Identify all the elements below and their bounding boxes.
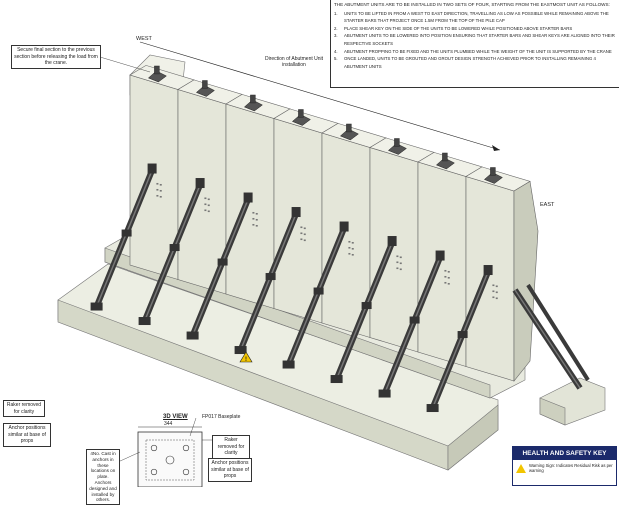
note-item: 1. UNITS TO BE LIFTED IN FROM A WEST TO E… [334,10,616,25]
east-label: EAST [540,202,555,208]
note-number: 3. [334,33,338,39]
notes-heading: THE ABUTMENT UNITS ARE TO BE INSTALLED I… [334,2,610,7]
crane-lifting-plate-icon [339,123,359,141]
raking-prop-icon [330,236,397,384]
west-label: WEST [136,36,152,42]
crane-lifting-plate-icon [291,109,311,126]
notes-list: 1. UNITS TO BE LIFTED IN FROM A WEST TO E… [334,10,616,71]
baseplate-label: FP017 Baseplate [202,414,241,420]
note-number: 5. [334,56,338,62]
note-number: 1. [334,10,338,16]
note-item: 4. ABUTMENT PROPPING TO BE FIXED AND THE … [334,48,616,56]
drawing-canvas: { "notes": { "heading": "THE ABUTMENT UN… [3,0,619,505]
direction-arrow-line [139,41,501,151]
note-text: ABUTMENT PROPPING TO BE FIXED AND THE UN… [344,48,612,54]
raker-removed-callout-right: Raker removed for clarity [212,435,250,459]
note-text: UNITS TO BE LIFTED IN FROM A WEST TO EAS… [344,10,609,24]
key-title: HEALTH AND SAFETY KEY [513,447,616,460]
warning-triangle-icon [516,463,526,473]
note-item: 2. PLACE SHEAR KEY ON THE SIDE OF THE UNI… [334,25,616,33]
warning-triangle-icon [239,351,253,363]
crane-lifting-plate-icon [387,138,407,155]
abutment-3d-view: ! [57,41,606,487]
direction-arrow-head-icon [492,145,500,151]
east-end-face [513,180,539,382]
key-warning-row: Warning Sign: Indicates Residual Risk as… [513,460,616,476]
crane-lifting-plate-icon [147,65,167,83]
direction-label: Direction of Abutment Unit installation [264,56,324,68]
note-number: 4. [334,48,338,54]
secure-section-callout: Secure final section to the previous sec… [11,45,101,69]
note-item: 3. ABUTMENT UNITS TO BE LOWERED INTO POSI… [334,32,616,47]
anchor-positions-callout-right: Anchor positions similar at base of prop… [208,458,252,482]
crane-lifting-plate-icon [483,167,503,184]
health-safety-key: HEALTH AND SAFETY KEY Warning Sign: Indi… [512,446,617,486]
raking-prop-icon [90,163,157,311]
dimension-label: 344 [164,421,173,427]
crane-lifting-plate-icon [195,80,215,97]
key-warning-text: Warning Sign: Indicates Residual Risk as… [529,463,613,473]
crane-lifting-plate-icon [435,152,455,170]
raking-prop-icon [282,221,349,369]
note-text: ONCE LANDED, UNITS TO BE GROUTED AND GRO… [344,56,596,69]
raking-prop-icon [186,192,253,340]
raking-prop-icon [426,265,493,413]
note-text: ABUTMENT UNITS TO BE LOWERED INTO POSITI… [344,33,615,46]
east-raking-prop-icon [512,283,590,390]
raking-prop-icon [378,250,445,398]
annotations: ! [69,41,501,363]
baseplate-detail [117,417,212,487]
raking-prop-icon [138,178,205,326]
anchor-positions-callout-left: Anchor positions similar at base of prop… [3,423,51,447]
raking-prop-icon [234,207,301,355]
warning-mark-icon: ! [245,357,247,363]
note-text: PLACE SHEAR KEY ON THE SIDE OF THE UNITS… [344,25,573,31]
note-item: 5. ONCE LANDED, UNITS TO BE GROUTED AND G… [334,55,616,70]
cast-in-anchors-callout: 4No. Cast in anchors in these locations … [86,449,120,505]
note-number: 2. [334,25,338,31]
installation-notes: THE ABUTMENT UNITS ARE TO BE INSTALLED I… [330,0,619,88]
abutment-units [129,54,539,382]
lifting-plates [147,65,503,184]
raking-props [90,163,590,413]
crane-lifting-plate-icon [243,94,263,112]
raker-removed-callout-left: Raker removed for clarity [3,400,45,417]
view-title: 3D VIEW [163,414,188,420]
